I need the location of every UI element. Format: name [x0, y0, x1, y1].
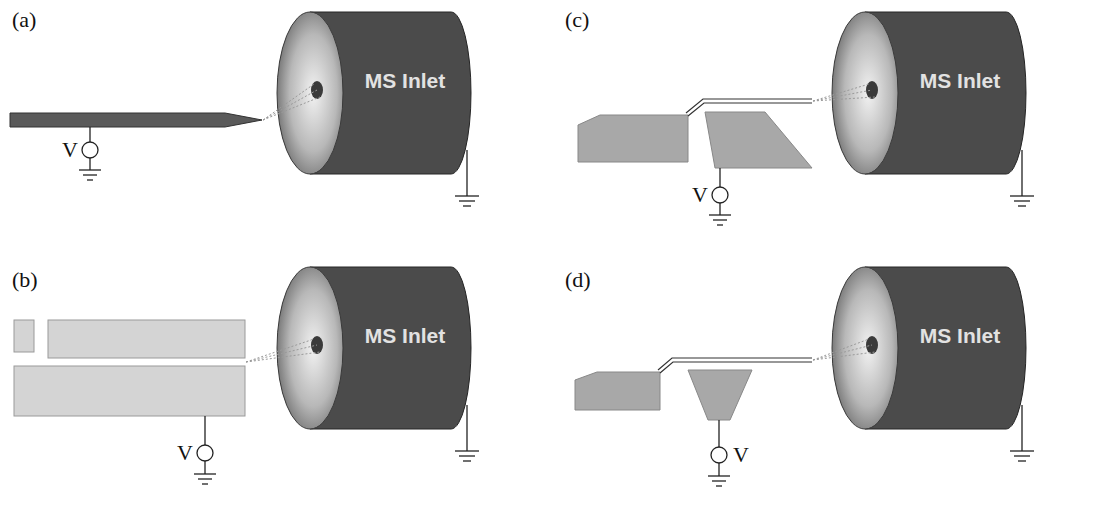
- electrode-block: [688, 370, 752, 420]
- ms-inlet-cylinder: MS Inlet: [830, 10, 1030, 176]
- cylinder-shape: [830, 10, 1030, 176]
- ground-symbol: [455, 150, 1034, 461]
- voltage-label: V: [733, 443, 749, 467]
- panel-label: (c): [565, 8, 589, 32]
- voltage-source: [79, 127, 101, 180]
- microchip-emitter: [14, 320, 245, 416]
- inlet-label: MS Inlet: [910, 324, 1010, 347]
- voltage-source: [709, 168, 731, 225]
- capillary-tube: [686, 99, 812, 113]
- voltage-label: V: [692, 183, 708, 207]
- electrode-block: [705, 112, 812, 168]
- capillary-tube: [658, 358, 812, 370]
- cylinder-shape: [275, 265, 475, 431]
- ms-inlet-cylinder: MS Inlet: [830, 265, 1030, 431]
- ms-inlet-cylinder: MS Inlet: [275, 265, 475, 431]
- inlet-label: MS Inlet: [910, 69, 1010, 92]
- substrate-block: [575, 372, 660, 410]
- inlet-label: MS Inlet: [355, 69, 455, 92]
- cylinder-shape: [275, 10, 475, 176]
- panel-label: (a): [12, 8, 36, 32]
- cylinder-shape: [830, 265, 1030, 431]
- needle-emitter: [10, 113, 262, 127]
- substrate-block: [578, 115, 688, 162]
- voltage-source: [708, 420, 730, 486]
- panel-label: (b): [12, 268, 38, 292]
- voltage-source: [194, 416, 216, 484]
- inlet-label: MS Inlet: [355, 324, 455, 347]
- ms-inlet-cylinder: MS Inlet: [275, 10, 475, 176]
- voltage-label: V: [177, 441, 193, 465]
- voltage-label: V: [62, 138, 78, 162]
- panel-label: (d): [565, 268, 591, 292]
